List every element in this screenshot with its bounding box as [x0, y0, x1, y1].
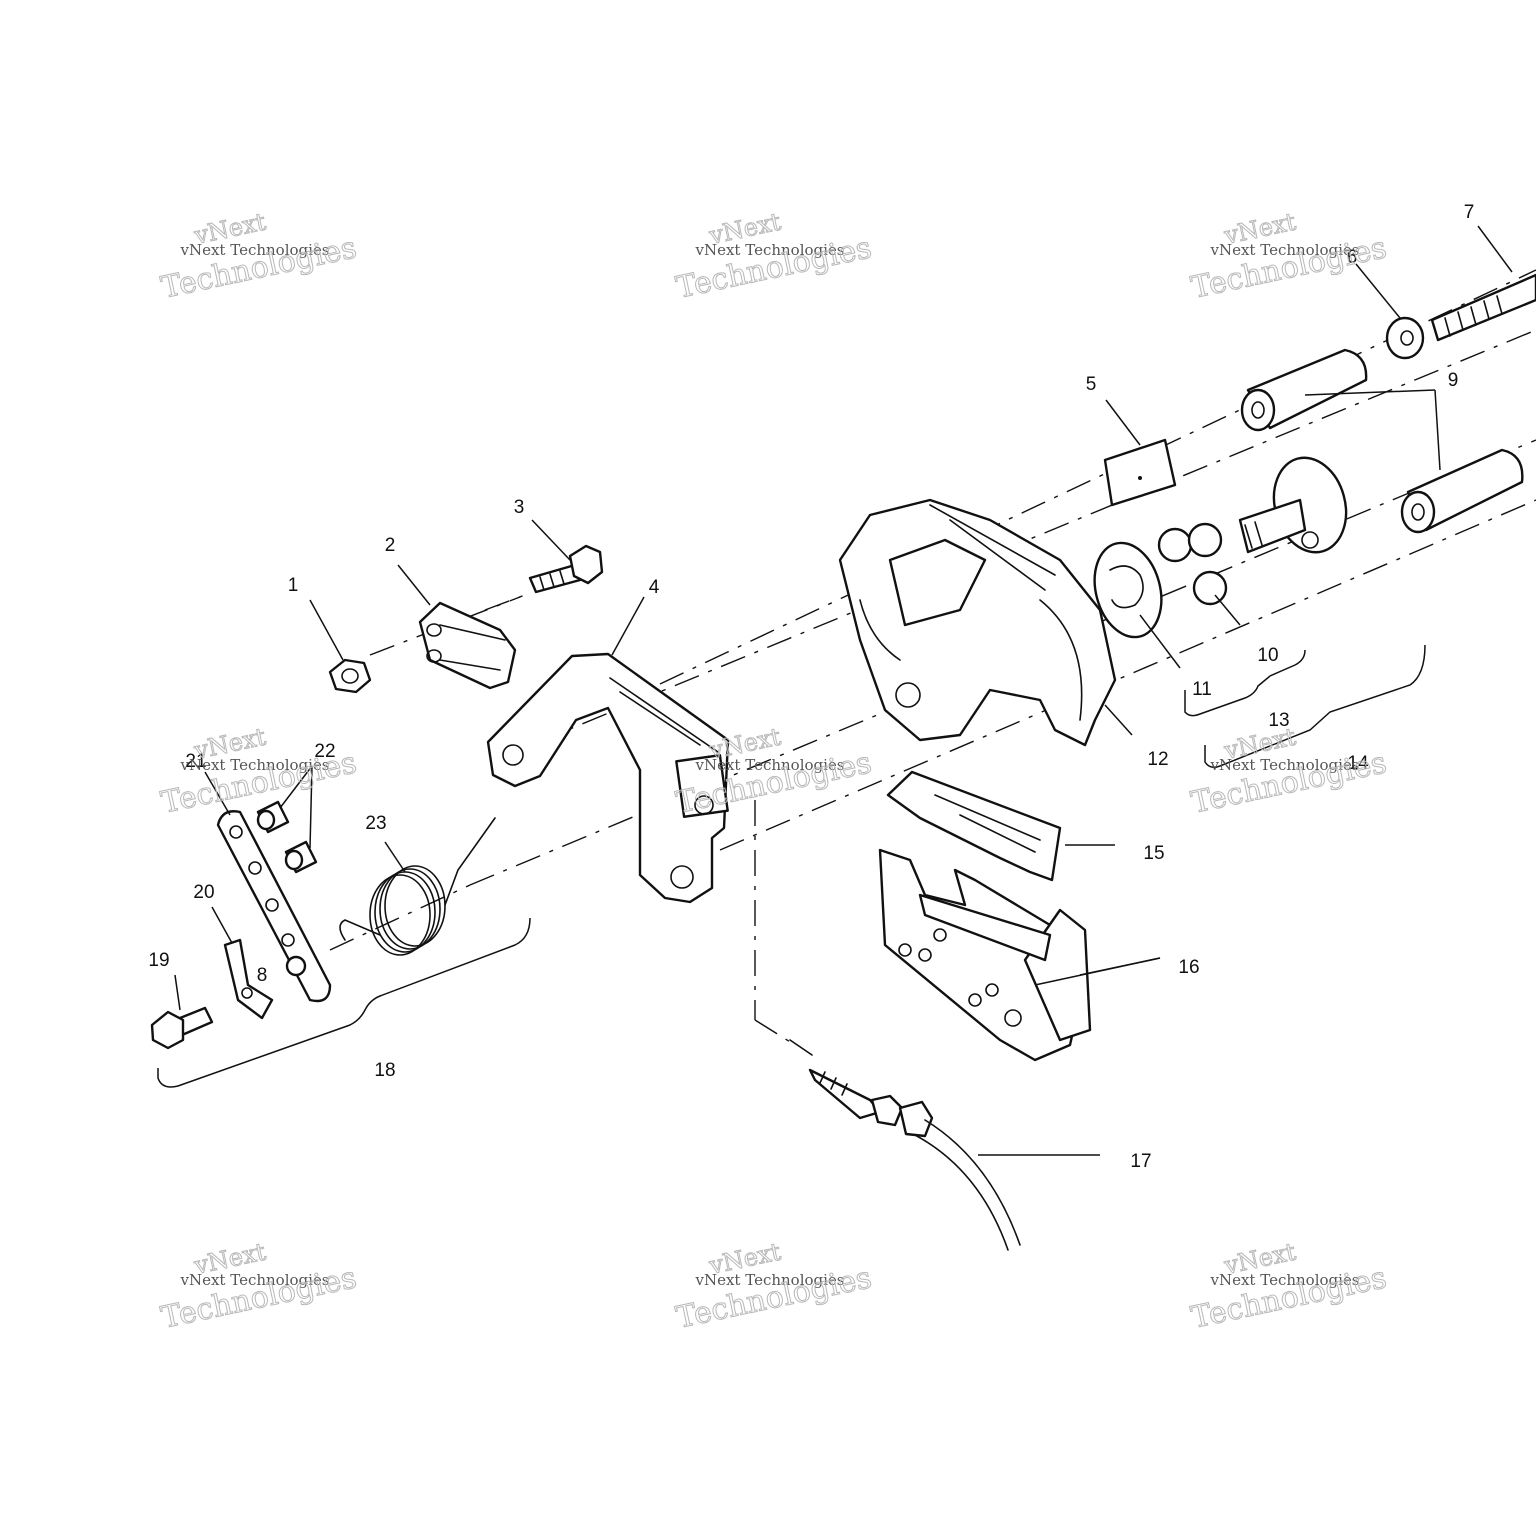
part-23-torsion-spring [339, 817, 496, 956]
part-9-sleeve-lower [1400, 448, 1524, 534]
svg-text:vNext Technologies: vNext Technologies [179, 1271, 329, 1289]
callout-11: 11 [1192, 679, 1212, 700]
callout-16: 16 [1178, 957, 1199, 978]
callout-19: 19 [148, 950, 169, 971]
svg-text:vNext Technologies: vNext Technologies [694, 1271, 844, 1289]
part-6-washer [1385, 316, 1425, 360]
part-21-lever-arm [216, 810, 332, 1003]
part-3-bolt [528, 544, 604, 594]
watermark-middle-left: vNext vNext Technologies Technologies [158, 722, 360, 821]
callout-14: 14 [1347, 753, 1369, 774]
callout-3: 3 [514, 497, 525, 518]
callout-6: 6 [1347, 247, 1358, 268]
part-19-bolt [150, 1006, 214, 1050]
watermark-top-center: vNext vNext Technologies Technologies [673, 207, 875, 306]
callout-8: 8 [257, 965, 268, 986]
part-2-clevis [418, 601, 517, 690]
part-10-balls [1157, 522, 1228, 606]
callout-23: 23 [365, 813, 386, 834]
callout-15: 15 [1143, 843, 1164, 864]
part-11-cam-plate [1093, 541, 1163, 639]
callout-13: 13 [1268, 710, 1289, 731]
part-4-mounting-bracket [486, 652, 730, 904]
callout-10: 10 [1257, 645, 1278, 666]
svg-text:vNext Technologies: vNext Technologies [694, 241, 844, 259]
svg-text:vNext Technologies: vNext Technologies [1209, 241, 1359, 259]
callout-5: 5 [1086, 374, 1097, 395]
part-13-shaft-assembly [1238, 456, 1348, 554]
part-8-star-washer [285, 955, 307, 977]
watermarks: vNext vNext Technologies Technologies vN… [158, 207, 1390, 1336]
callout-12: 12 [1147, 749, 1168, 770]
part-9-sleeve-upper [1240, 348, 1368, 432]
callout-20: 20 [193, 882, 214, 903]
svg-text:vNext Technologies: vNext Technologies [1209, 756, 1359, 774]
watermark-top-right: vNext vNext Technologies Technologies [1188, 207, 1390, 306]
callout-labels: 1 2 3 4 5 6 7 8 9 10 11 12 13 14 15 16 1… [148, 202, 1474, 1172]
part-15-pad-spring [886, 770, 1062, 882]
part-12-caliper-body [838, 498, 1117, 747]
callout-1: 1 [288, 575, 299, 596]
part-20-lock-tab [223, 938, 274, 1020]
callout-2: 2 [385, 535, 396, 556]
part-5-plate [1103, 438, 1177, 507]
watermark-bottom-center: vNext vNext Technologies Technologies [673, 1237, 875, 1336]
part-17-cable [789, 1039, 1021, 1251]
svg-text:vNext Technologies: vNext Technologies [1209, 1271, 1359, 1289]
callout-4: 4 [649, 577, 660, 598]
callout-18: 18 [374, 1060, 395, 1081]
watermark-bottom-left: vNext vNext Technologies Technologies [158, 1237, 360, 1336]
callout-17: 17 [1130, 1151, 1151, 1172]
part-22-bushings [256, 800, 318, 874]
callout-7: 7 [1464, 202, 1475, 223]
watermark-bottom-right: vNext vNext Technologies Technologies [1188, 1237, 1390, 1336]
part-16-brake-pads [878, 848, 1092, 1062]
group-braces [157, 644, 1426, 1088]
svg-text:vNext Technologies: vNext Technologies [179, 756, 329, 774]
part-1-hex-nut [328, 658, 372, 694]
leader-lines [174, 225, 1513, 1156]
part-7-threaded-rod [1430, 273, 1536, 342]
watermark-top-left: vNext vNext Technologies Technologies [158, 207, 360, 306]
callout-22: 22 [314, 741, 335, 762]
svg-text:vNext Technologies: vNext Technologies [694, 756, 844, 774]
callout-21: 21 [185, 751, 206, 772]
svg-text:vNext Technologies: vNext Technologies [179, 241, 329, 259]
callout-9: 9 [1448, 370, 1459, 391]
